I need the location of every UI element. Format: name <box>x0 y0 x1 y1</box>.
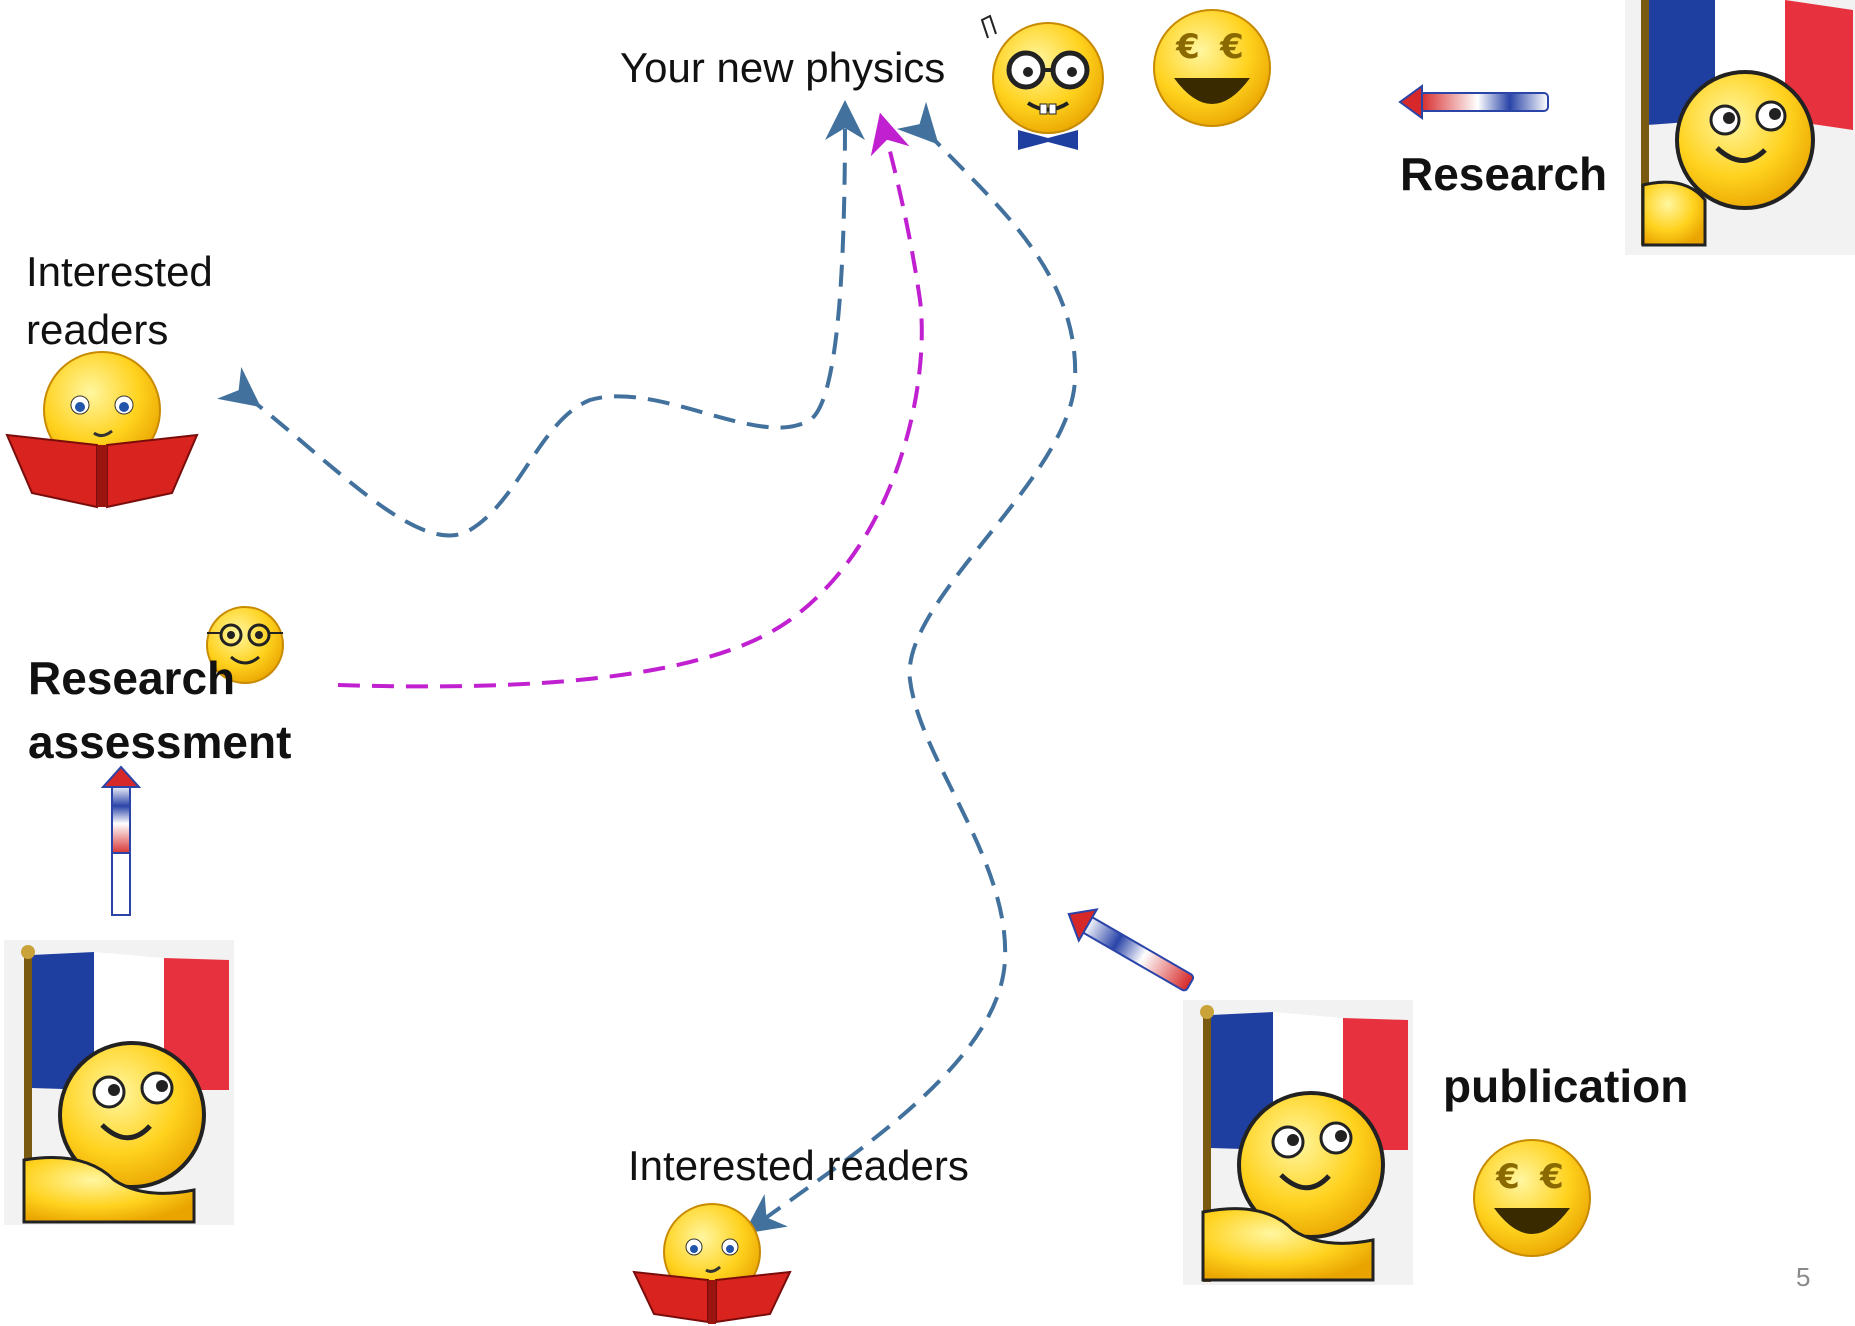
french-flag-smiley-icon <box>1625 0 1855 255</box>
slide-number: 5 <box>1796 1262 1811 1292</box>
tricolor-arrow-left <box>1398 84 1549 120</box>
reading-smiley-icon <box>5 351 199 509</box>
svg-text:€: € <box>1175 27 1200 67</box>
tricolor-arrow-up <box>100 765 142 916</box>
svg-text:€: € <box>1219 27 1244 67</box>
french-flag-smiley-icon <box>4 940 234 1225</box>
interested-readers-bottom: Interested readers <box>628 1142 969 1189</box>
tricolor-arrow-diagonal <box>1067 908 1195 992</box>
publication-label: publication <box>1443 1060 1689 1112</box>
french-flag-smiley-icon <box>1183 1000 1413 1285</box>
reading-smiley-icon <box>632 1203 792 1324</box>
svg-text:€: € <box>1539 1157 1564 1197</box>
research-assessment-line1: Research <box>28 652 236 704</box>
euro-eyes-smiley-icon: € € <box>1153 9 1271 127</box>
research-label-top: Research <box>1400 148 1608 200</box>
euro-eyes-smiley-icon: € € <box>1473 1139 1591 1257</box>
your-new-physics-label: Your new physics <box>620 44 946 91</box>
interested-readers-left-line2: readers <box>26 306 169 353</box>
svg-text:€: € <box>1495 1157 1520 1197</box>
research-assessment-line2: assessment <box>28 716 292 768</box>
glasses-smiley-icon <box>206 606 284 684</box>
path-assessment-to-physics <box>337 112 924 689</box>
nerd-smiley-icon <box>980 14 1104 150</box>
interested-readers-left-line1: Interested <box>26 248 213 295</box>
path-physics-to-bottom-readers <box>743 101 1078 1234</box>
path-readers-to-physics <box>216 100 865 538</box>
